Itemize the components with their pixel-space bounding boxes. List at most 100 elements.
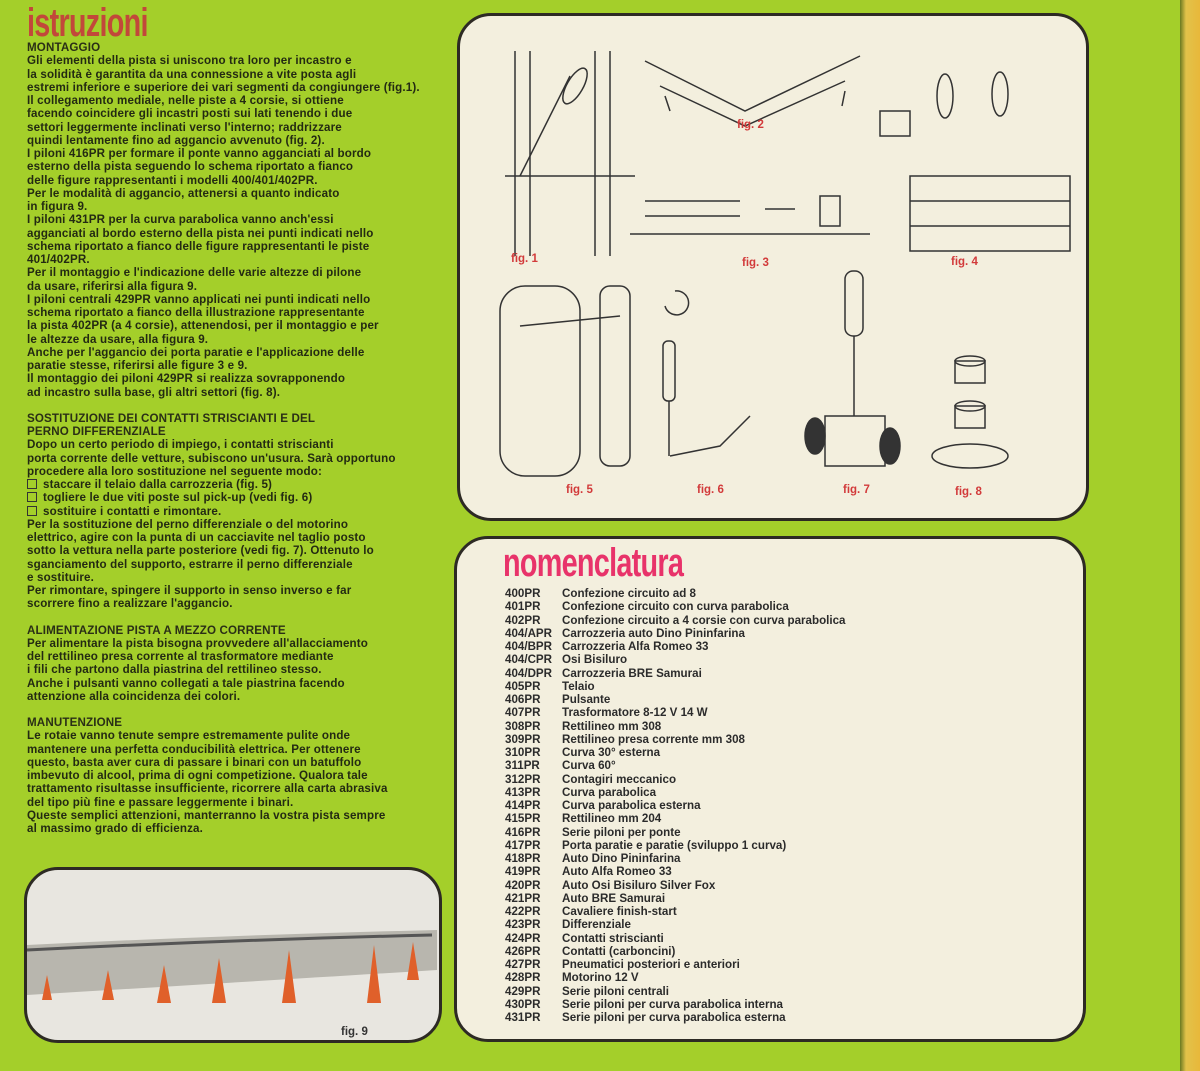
part-description: Confezione circuito ad 8 bbox=[562, 587, 696, 600]
text-line: Per rimontare, spingere il supporto in s… bbox=[27, 584, 352, 597]
fig7-differential-drawing bbox=[804, 270, 901, 467]
text-line: schema riportato a fianco della illustra… bbox=[27, 306, 365, 319]
text-line: la pista 402PR (a 4 corsie), attenendosi… bbox=[27, 319, 379, 333]
part-description: Serie piloni per curva parabolica intern… bbox=[562, 997, 784, 1011]
fig9-track-photo bbox=[27, 930, 437, 1003]
text-line: attenzione alla coincidenza dei colori. bbox=[27, 689, 241, 703]
part-code: 430PR bbox=[505, 997, 541, 1011]
part-code: 404/BPR bbox=[505, 640, 553, 653]
part-code: 405PR bbox=[505, 679, 541, 693]
page-edge bbox=[1180, 0, 1200, 1071]
fig1-label: fig. 1 bbox=[511, 253, 538, 265]
text-line: Gli elementi della pista si uniscono tra… bbox=[27, 54, 352, 68]
part-description: Rettilineo mm 308 bbox=[562, 719, 662, 733]
part-code: 427PR bbox=[505, 958, 541, 971]
part-description: Contatti (carboncini) bbox=[562, 944, 676, 958]
part-code: 312PR bbox=[505, 772, 541, 786]
part-description: Serie piloni per curva parabolica estern… bbox=[562, 1011, 786, 1024]
fig4-transformer-track-drawing bbox=[879, 71, 1071, 252]
part-code: 429PR bbox=[505, 984, 541, 998]
part-description: Carrozzeria BRE Samurai bbox=[562, 666, 702, 680]
part-description: Contagiri meccanico bbox=[562, 772, 677, 786]
part-description: Serie piloni centrali bbox=[562, 984, 669, 998]
text-line: quindi lentamente fino ad aggancio avven… bbox=[27, 133, 325, 147]
text-line: Le rotaie vanno tenute sempre estremamen… bbox=[27, 729, 351, 743]
text-line: questo, basta aver cura di passare i bin… bbox=[27, 755, 362, 769]
part-code: 428PR bbox=[505, 971, 541, 985]
part-code: 406PR bbox=[505, 693, 541, 706]
text-line: Anche i pulsanti vanno collegati a tale … bbox=[27, 676, 345, 690]
part-code: 413PR bbox=[505, 785, 541, 799]
figures-panel: fig. 1 fig. 2 fig. 3 fig. 4 fig. 5 fig. … bbox=[457, 13, 1089, 521]
text-line: al massimo grado di efficienza. bbox=[27, 822, 204, 835]
assembly-illustrations bbox=[499, 51, 1071, 477]
part-description: Confezione circuito a 4 corsie con curva… bbox=[562, 613, 846, 627]
parts-list-row: 431PR Serie piloni per curva parabolica e… bbox=[505, 1011, 846, 1024]
fig2-label: fig. 2 bbox=[737, 119, 764, 131]
part-description: Curva parabolica bbox=[562, 785, 657, 799]
part-code: 420PR bbox=[505, 878, 541, 892]
section-heading: SOSTITUZIONE DEI CONTATTI STRISCIANTI E … bbox=[27, 411, 316, 425]
checkbox-icon bbox=[27, 492, 37, 503]
part-code: 400PR bbox=[505, 587, 541, 600]
text-line: facendo coincidere gli incastri posti su… bbox=[27, 107, 353, 121]
part-description: Porta paratie e paratie (sviluppo 1 curv… bbox=[562, 838, 787, 852]
part-code: 426PR bbox=[505, 944, 541, 958]
text-line: le altezze da usare, alla figura 9. bbox=[27, 332, 209, 346]
text-line: Per le modalità di aggancio, attenersi a… bbox=[27, 186, 340, 200]
text-line: settori leggermente inclinati verso l'in… bbox=[27, 120, 342, 134]
text-line: Il montaggio dei piloni 429PR si realizz… bbox=[27, 372, 346, 386]
checklist-item: sostituire i contatti e rimontare. bbox=[27, 505, 467, 518]
fig2-track-angle-drawing bbox=[644, 55, 861, 127]
part-code: 404/DPR bbox=[505, 666, 553, 680]
checklist-item: togliere le due viti poste sul pick-up (… bbox=[27, 491, 467, 504]
fig9-label: fig. 9 bbox=[341, 1026, 368, 1038]
part-code: 431PR bbox=[505, 1011, 541, 1024]
fig8-label: fig. 8 bbox=[955, 486, 982, 498]
parts-list-row: 429PR Serie piloni centrali bbox=[505, 985, 846, 998]
part-description: Auto Alfa Romeo 33 bbox=[562, 865, 672, 879]
parts-list-row: 400PR Confezione circuito ad 8 bbox=[505, 587, 846, 600]
part-description: Curva parabolica esterna bbox=[562, 799, 701, 812]
text-line: la solidità è garantita da una connessio… bbox=[27, 67, 357, 81]
fig4-label: fig. 4 bbox=[951, 256, 978, 268]
part-code: 402PR bbox=[505, 613, 541, 627]
part-description: Rettilineo presa corrente mm 308 bbox=[562, 732, 745, 746]
fig7-label: fig. 7 bbox=[843, 484, 870, 496]
text-line: sotto la vettura nella parte posteriore … bbox=[27, 544, 374, 558]
parts-list-row: 402PR Confezione circuito a 4 corsie con … bbox=[505, 614, 846, 627]
text-line: porta corrente delle vetture, subiscono … bbox=[27, 451, 396, 465]
part-description: Differenziale bbox=[562, 918, 631, 932]
text-line: delle figure rappresentanti i modelli 40… bbox=[27, 173, 318, 187]
part-description: Curva 30° esterna bbox=[562, 746, 661, 759]
fig6-screwdriver-drawing bbox=[662, 290, 751, 457]
text-line: I piloni 416PR per formare il ponte vann… bbox=[27, 147, 372, 160]
text-line: 401/402PR. bbox=[27, 253, 90, 266]
nomenclatura-title: nomenclatura bbox=[503, 541, 684, 585]
part-description: Cavaliere finish-start bbox=[562, 905, 677, 918]
part-code: 407PR bbox=[505, 706, 541, 720]
part-code: 417PR bbox=[505, 838, 541, 852]
text-line: I piloni centrali 429PR vanno applicati … bbox=[27, 292, 371, 306]
text-line: paratie stesse, riferirsi alle figure 3 … bbox=[27, 359, 248, 372]
